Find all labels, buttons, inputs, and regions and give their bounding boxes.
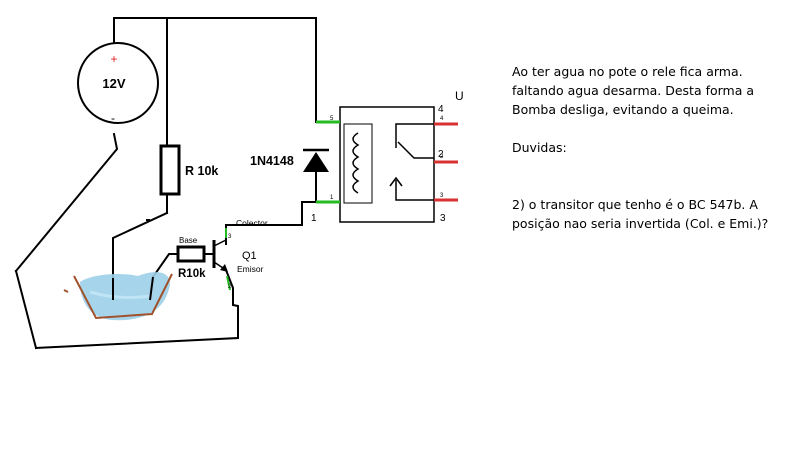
- battery-plus-sign: +: [110, 52, 117, 66]
- relay-small-pin-4: 4: [440, 116, 444, 122]
- note-line-4: Duvidas:: [512, 140, 567, 155]
- water-dish: [63, 272, 173, 321]
- relay-pin-number-1: 1: [311, 213, 317, 224]
- transistor-collector-leg: [213, 239, 227, 247]
- battery-12v: + 12V -: [77, 42, 159, 125]
- note-spacer-2: [512, 157, 792, 176]
- dish-outline: [73, 273, 173, 320]
- diode-1n4148: 1N4148: [250, 148, 329, 172]
- transistor-name-label: Q1: [242, 250, 257, 262]
- collector-label: Colector: [236, 218, 268, 228]
- resistor-base: Base R10k: [176, 236, 206, 280]
- relay-no-contact: [395, 180, 434, 201]
- resistor-top-body: [159, 144, 181, 196]
- transistor-emitter-pin: [226, 275, 231, 291]
- wire-diode-feed: [315, 17, 341, 123]
- wire-ground-diag: [14, 132, 119, 273]
- relay-pin-number-3: 3: [440, 213, 446, 224]
- note-spacer-1: [512, 119, 792, 138]
- note-line-6: posição nao seria invertida (Col. e Emi.…: [512, 216, 769, 231]
- transistor-pin-2: 2: [228, 284, 232, 290]
- battery-circle: [77, 42, 159, 124]
- note-line-1: Ao ter agua no pote o rele fica arma.: [512, 64, 743, 79]
- probe-right: [149, 276, 154, 301]
- relay-coil-winding: [352, 132, 360, 194]
- relay-pin-number-2: 2: [438, 149, 444, 160]
- dish-left-rim: [63, 289, 69, 293]
- relay-small-pin-1: 1: [330, 195, 334, 201]
- battery-voltage-label: 12V: [102, 76, 125, 91]
- transistor-pin-3: 3: [228, 234, 232, 240]
- relay-arrow-up: [389, 176, 403, 187]
- wires: [14, 17, 341, 350]
- wire-base: [151, 253, 179, 279]
- wire-probe-plus: [112, 211, 169, 279]
- transistor-emitter-arrow: [220, 264, 228, 272]
- note-line-3: Bomba desliga, evitando a queima.: [512, 102, 734, 117]
- emitter-label: Emisor: [237, 264, 264, 274]
- resistor-top-label: R 10k: [185, 164, 218, 178]
- relay-nc-contact: [395, 123, 434, 148]
- resistor-base-label: R10k: [178, 268, 206, 280]
- wire-ground-left: [14, 269, 38, 350]
- relay-pin-number-4: 4: [438, 104, 444, 115]
- notes-panel: Ao ter agua no pote o rele fica arma. fa…: [512, 62, 792, 233]
- base-label: Base: [179, 236, 198, 245]
- diode-label: 1N4148: [250, 154, 294, 168]
- relay-contact-arm: [397, 141, 434, 159]
- relay-u: 5 4 2 1 3 4 2 1 3 U: [311, 89, 464, 224]
- resistor-top: R 10k: [159, 144, 218, 196]
- battery-minus-sign: -: [111, 111, 115, 125]
- note-line-2: faltando agua desarma. Desta forma a: [512, 83, 755, 98]
- wire-diode-to-coil: [315, 171, 341, 203]
- note-line-5: 2) o transitor que tenho é o BC 547b. A: [512, 197, 758, 212]
- relay-coil-box: [343, 123, 373, 204]
- relay-small-pin-5: 5: [330, 116, 334, 122]
- note-spacer-3: [512, 176, 792, 195]
- relay-small-pin-2: 2: [440, 154, 444, 160]
- relay-small-pin-3: 3: [440, 193, 444, 199]
- relay-name-label: U: [455, 89, 464, 103]
- water-highlight: [89, 290, 151, 300]
- wire-emitter: [34, 268, 239, 350]
- diode-triangle: [303, 152, 329, 172]
- resistor-base-body: [176, 245, 206, 263]
- transistor-q1: 3 2 Colector Q1 Emisor: [212, 218, 268, 291]
